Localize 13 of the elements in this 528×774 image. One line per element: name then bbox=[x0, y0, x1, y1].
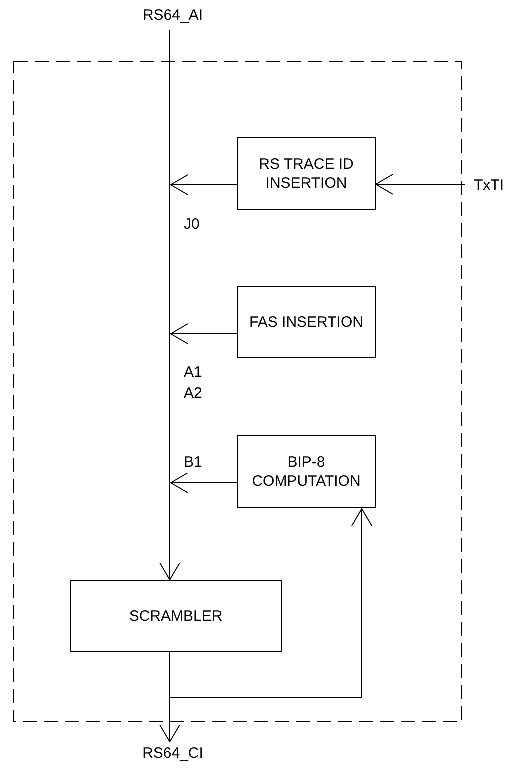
process-box: FAS INSERTION bbox=[237, 286, 376, 358]
signal-label: RS64_CI bbox=[138, 742, 208, 764]
signal-label: TxTI bbox=[467, 174, 511, 196]
arrow bbox=[376, 174, 466, 195]
arrow bbox=[170, 472, 238, 494]
process-box: SCRAMBLER bbox=[70, 580, 282, 652]
signal-label: RS64_AI bbox=[138, 4, 208, 26]
process-box: RS TRACE ID INSERTION bbox=[237, 137, 376, 210]
arrow bbox=[170, 174, 238, 196]
arrow bbox=[170, 508, 372, 698]
arrow bbox=[160, 30, 180, 580]
arrow bbox=[170, 324, 238, 344]
process-box: BIP-8 COMPUTATION bbox=[237, 435, 376, 508]
